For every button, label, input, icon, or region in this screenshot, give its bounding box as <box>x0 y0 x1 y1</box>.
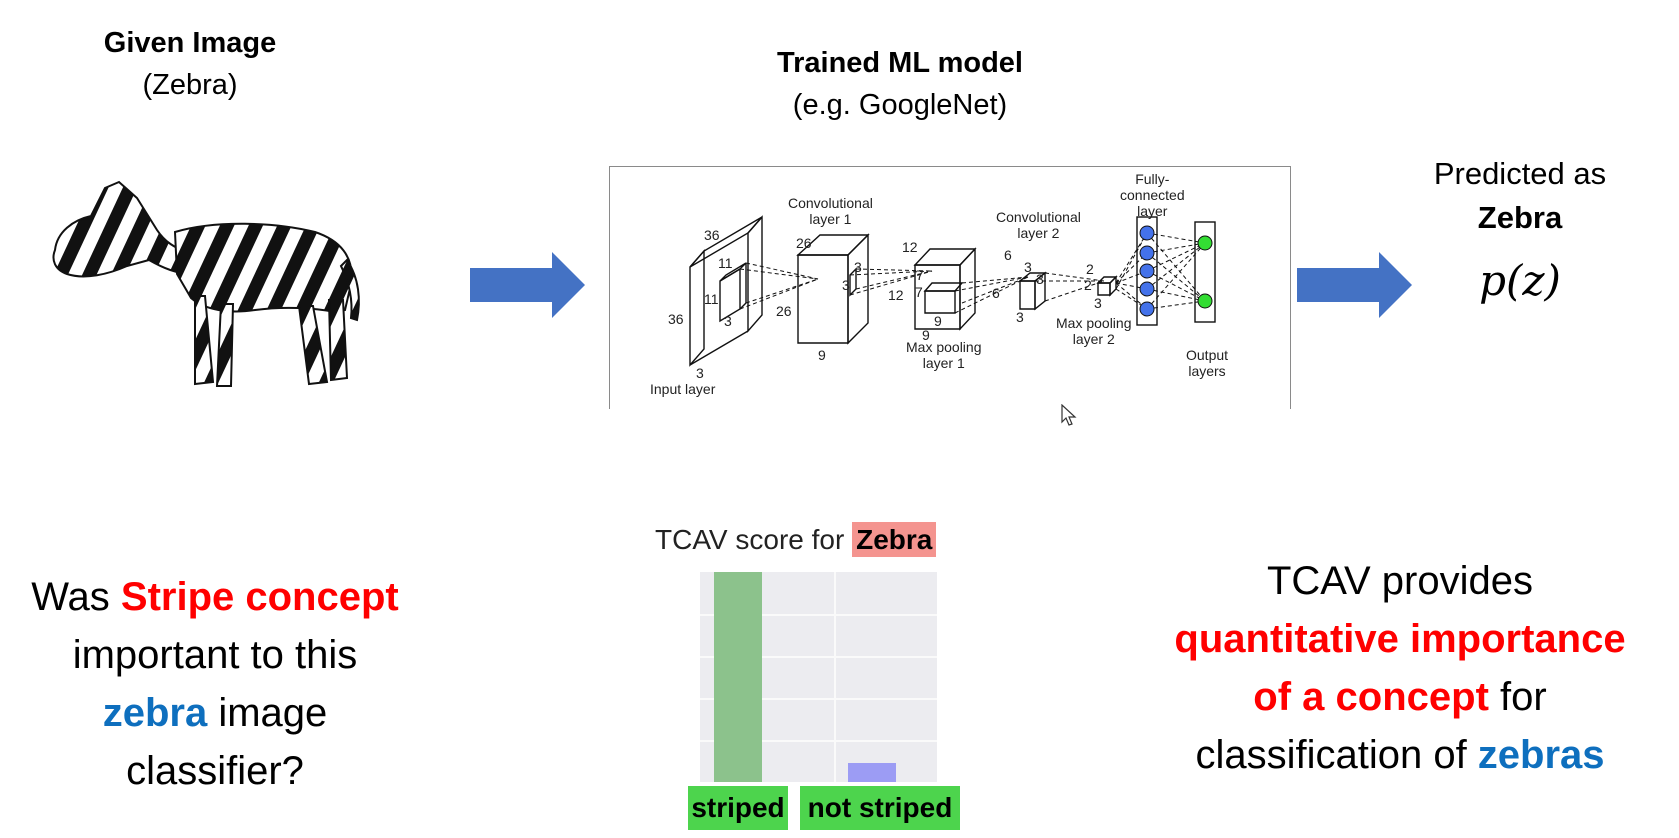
chart-plot-area <box>700 572 937 782</box>
model-subtitle: (e.g. GoogleNet) <box>792 89 1008 121</box>
gridline <box>700 740 937 742</box>
gridline <box>700 614 937 616</box>
stripe-concept-highlight: Stripe concept <box>120 575 399 619</box>
question-text: Was Stripe concept important to this zeb… <box>10 568 420 800</box>
label-pool1-line2: layer 1 <box>922 355 965 371</box>
question-line4: classifier? <box>126 749 304 793</box>
label-output: Output layers <box>1186 347 1228 379</box>
tcav-for: for <box>1488 675 1547 719</box>
label-conv2-line2: layer 2 <box>1017 225 1060 241</box>
dim-p2-a: 2 <box>1086 261 1094 277</box>
dim-p1-d: 9 <box>922 327 930 343</box>
label-fc-line2: connected <box>1120 187 1185 203</box>
tcav-explanation: TCAV provides quantitative importance of… <box>1140 552 1660 784</box>
chart-title: TCAV score for Zebra <box>655 522 937 558</box>
dim-p1-c: 9 <box>934 313 942 329</box>
zebra-highlight: zebra <box>102 691 208 735</box>
gridline-vertical <box>834 572 836 782</box>
label-pool1-line1: Max pooling <box>906 339 982 355</box>
dim-p1-side: 12 <box>888 287 904 303</box>
tcav-line3: of a concept for <box>1140 668 1660 726</box>
label-fc-line3: layer <box>1137 203 1168 219</box>
model-title: Trained ML model <box>776 47 1023 79</box>
label-fc-line1: Fully- <box>1135 171 1170 187</box>
zebra-image <box>52 180 360 387</box>
question-image: image <box>207 691 328 735</box>
dim-p1-top: 12 <box>902 239 918 255</box>
question-line1: Was Stripe concept <box>10 568 420 626</box>
chart-title-text: TCAV score for <box>655 524 853 555</box>
prediction-formula: p(z) <box>1479 256 1561 305</box>
arrow-right-icon <box>470 252 585 318</box>
prediction-block: Predicted as Zebra <box>1410 152 1630 240</box>
gridline <box>700 698 937 700</box>
mouse-pointer-icon <box>1061 404 1077 426</box>
arrow-right-icon-2 <box>1297 252 1412 318</box>
label-conv1-line1: Convolutional <box>788 195 873 211</box>
bar-not-striped <box>848 763 896 782</box>
tcav-line2: quantitative importance <box>1174 617 1626 661</box>
dim-p2-b: 2 <box>1084 277 1092 293</box>
dim-k3-b: 3 <box>1036 271 1044 287</box>
tcav-line1: TCAV provides <box>1266 559 1533 603</box>
dim-in-bottom: 3 <box>696 365 704 381</box>
dim-p1-a: 7 <box>916 267 924 283</box>
label-conv2-line1: Convolutional <box>996 209 1081 225</box>
dim-k3-a: 3 <box>1024 259 1032 275</box>
tcav-line4: classification of zebras <box>1140 726 1660 784</box>
label-output-line2: layers <box>1188 363 1226 379</box>
dim-k2-a: 3 <box>854 259 862 275</box>
dim-c2-side: 6 <box>992 285 1000 301</box>
gridline <box>700 656 937 658</box>
tcav-classification: classification of <box>1195 733 1478 777</box>
chart-title-highlight: Zebra <box>852 522 937 557</box>
label-pool2-line2: layer 2 <box>1072 331 1115 347</box>
tcav-concept-highlight: of a concept <box>1253 675 1489 719</box>
bar-striped <box>714 572 762 782</box>
given-image-subtitle: (Zebra) <box>142 69 238 101</box>
dim-k1-c: 3 <box>724 313 732 329</box>
given-image-title: Given Image <box>103 27 277 59</box>
question-line3: zebra image <box>10 684 420 742</box>
dim-p1-b: 7 <box>915 284 923 300</box>
given-image-title-block: Given Image (Zebra) <box>50 22 330 106</box>
cnn-diagram: Input layer Convolutional layer 1 Max po… <box>609 166 1291 409</box>
label-pool2: Max pooling layer 2 <box>1056 315 1132 347</box>
dim-in-top: 36 <box>704 227 720 243</box>
label-conv1-line2: layer 1 <box>809 211 852 227</box>
prediction-class: Zebra <box>1477 200 1563 235</box>
xlabel-striped: striped <box>688 786 788 830</box>
dim-c2-top: 6 <box>1004 247 1012 263</box>
dim-c1-side: 26 <box>776 303 792 319</box>
prediction-line1: Predicted as <box>1433 156 1607 191</box>
question-line2: important to this <box>72 633 358 677</box>
dim-k1-a: 11 <box>718 255 733 271</box>
label-input-layer: Input layer <box>650 381 716 397</box>
cnn-drawing <box>689 215 1216 367</box>
dim-c2-bottom: 3 <box>1016 309 1024 325</box>
dim-c1-top: 26 <box>796 235 812 251</box>
dim-c1-bottom: 9 <box>818 347 826 363</box>
dim-p2-c: 3 <box>1094 295 1102 311</box>
question-was: Was <box>31 575 121 619</box>
xlabel-not-striped: not striped <box>800 786 960 830</box>
dim-k1-b: 11 <box>704 291 719 307</box>
label-pool2-line1: Max pooling <box>1056 315 1132 331</box>
dim-in-left: 36 <box>668 311 684 327</box>
dim-k2-b: 3 <box>842 277 850 293</box>
label-output-line1: Output <box>1186 347 1229 363</box>
label-conv2: Convolutional layer 2 <box>996 209 1081 241</box>
model-title-block: Trained ML model (e.g. GoogleNet) <box>700 42 1100 126</box>
label-pool1: Max pooling layer 1 <box>906 339 982 371</box>
label-fc: Fully- connected layer <box>1120 171 1185 219</box>
label-conv1: Convolutional layer 1 <box>788 195 873 227</box>
zebras-highlight: zebras <box>1477 733 1605 777</box>
